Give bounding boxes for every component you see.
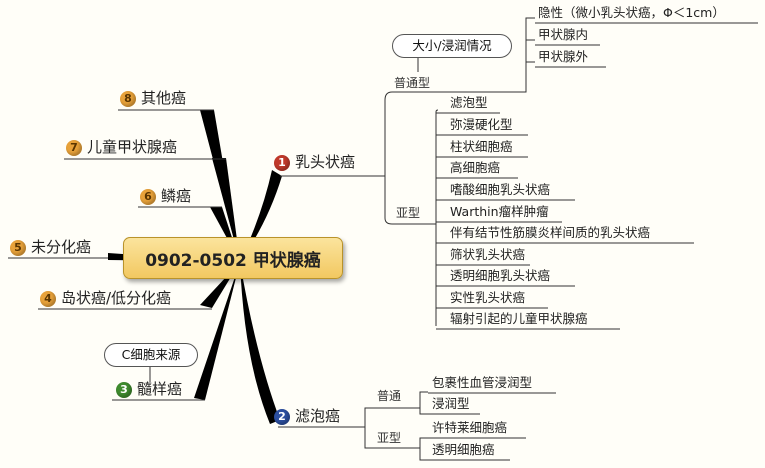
badge-2: 2 [274, 409, 290, 425]
branch-2-subtype[interactable]: 亚型 [377, 431, 402, 445]
badge-1: 1 [274, 155, 290, 171]
spike-2 [240, 262, 280, 424]
bracket-2 [364, 407, 420, 449]
subtype-item-0[interactable]: 滤泡型 [450, 95, 488, 110]
branch-7[interactable]: 7 儿童甲状腺癌 [66, 140, 177, 156]
branch-1-label: 乳头状癌 [295, 153, 356, 171]
branch-8-label: 其他癌 [141, 89, 187, 107]
common-item-1[interactable]: 甲状腺内 [538, 27, 589, 42]
common-item-0[interactable]: 隐性（微小乳头状癌，Φ＜1cm） [538, 5, 725, 20]
b2-common-item-1[interactable]: 浸润型 [432, 396, 470, 411]
common-item-2[interactable]: 甲状腺外 [538, 49, 589, 64]
branch-8[interactable]: 8 其他癌 [120, 91, 186, 107]
branch-2-label: 滤泡癌 [295, 407, 341, 425]
branch-1-subtype[interactable]: 亚型 [396, 206, 421, 220]
bracket-1 [384, 91, 444, 225]
branch-4-label: 岛状癌/低分化癌 [61, 289, 172, 307]
badge-4: 4 [40, 291, 56, 307]
subtype-item-8[interactable]: 透明细胞乳头状癌 [450, 268, 551, 283]
branch-2-common[interactable]: 普通 [377, 389, 402, 403]
badge-3: 3 [116, 382, 132, 398]
subtype-item-9[interactable]: 实性乳头状癌 [450, 290, 526, 305]
subtype-item-2[interactable]: 柱状细胞癌 [450, 139, 513, 154]
subtype-item-7[interactable]: 筛状乳头状癌 [450, 247, 526, 262]
branch-6-label: 鳞癌 [161, 187, 192, 205]
bracket-1-subtype [435, 109, 439, 326]
badge-7: 7 [66, 140, 82, 156]
badge-8: 8 [120, 91, 136, 107]
central-title: 0902-0502 甲状腺癌 [145, 250, 321, 271]
bracket-2-subtype [419, 437, 428, 461]
badge-5: 5 [10, 240, 26, 256]
bracket-1-common [444, 17, 535, 93]
callout-1-text: 大小/浸润情况 [412, 38, 492, 53]
b2-subtype-item-1[interactable]: 透明细胞癌 [432, 442, 495, 457]
subtype-item-5[interactable]: Warthin瘤样肿瘤 [450, 204, 549, 219]
spike-7 [212, 158, 240, 262]
callout-1[interactable]: 大小/浸润情况 [392, 34, 512, 58]
subtype-item-3[interactable]: 高细胞癌 [450, 160, 501, 175]
callout-3[interactable]: C细胞来源 [104, 343, 198, 367]
badge-6: 6 [140, 189, 156, 205]
branch-5[interactable]: 5 未分化癌 [10, 240, 91, 256]
b2-subtype-item-0[interactable]: 许特莱细胞癌 [432, 420, 508, 435]
subtype-item-1[interactable]: 弥漫硬化型 [450, 117, 513, 132]
branch-7-label: 儿童甲状腺癌 [87, 138, 178, 156]
callout-3-text: C细胞来源 [121, 347, 181, 362]
central-topic[interactable]: 0902-0502 甲状腺癌 [123, 237, 343, 279]
branch-2[interactable]: 2 滤泡癌 [274, 409, 340, 425]
bracket-2-common [419, 391, 428, 415]
branch-6[interactable]: 6 鳞癌 [140, 189, 191, 205]
branch-5-label: 未分化癌 [31, 238, 92, 256]
branch-1-common[interactable]: 普通型 [394, 76, 431, 90]
branch-4[interactable]: 4 岛状癌/低分化癌 [40, 291, 171, 307]
subtype-item-6[interactable]: 伴有结节性筋膜炎样间质的乳头状癌 [450, 225, 651, 240]
subtype-item-4[interactable]: 嗜酸细胞乳头状癌 [450, 182, 551, 197]
b2-common-item-0[interactable]: 包裹性血管浸润型 [432, 375, 533, 390]
branch-1[interactable]: 1 乳头状癌 [274, 155, 355, 171]
branch-3-label: 髓样癌 [137, 380, 183, 398]
subtype-item-10[interactable]: 辐射引起的儿童甲状腺癌 [450, 311, 588, 326]
spike-3 [194, 262, 240, 400]
branch-3[interactable]: 3 髓样癌 [116, 382, 182, 398]
